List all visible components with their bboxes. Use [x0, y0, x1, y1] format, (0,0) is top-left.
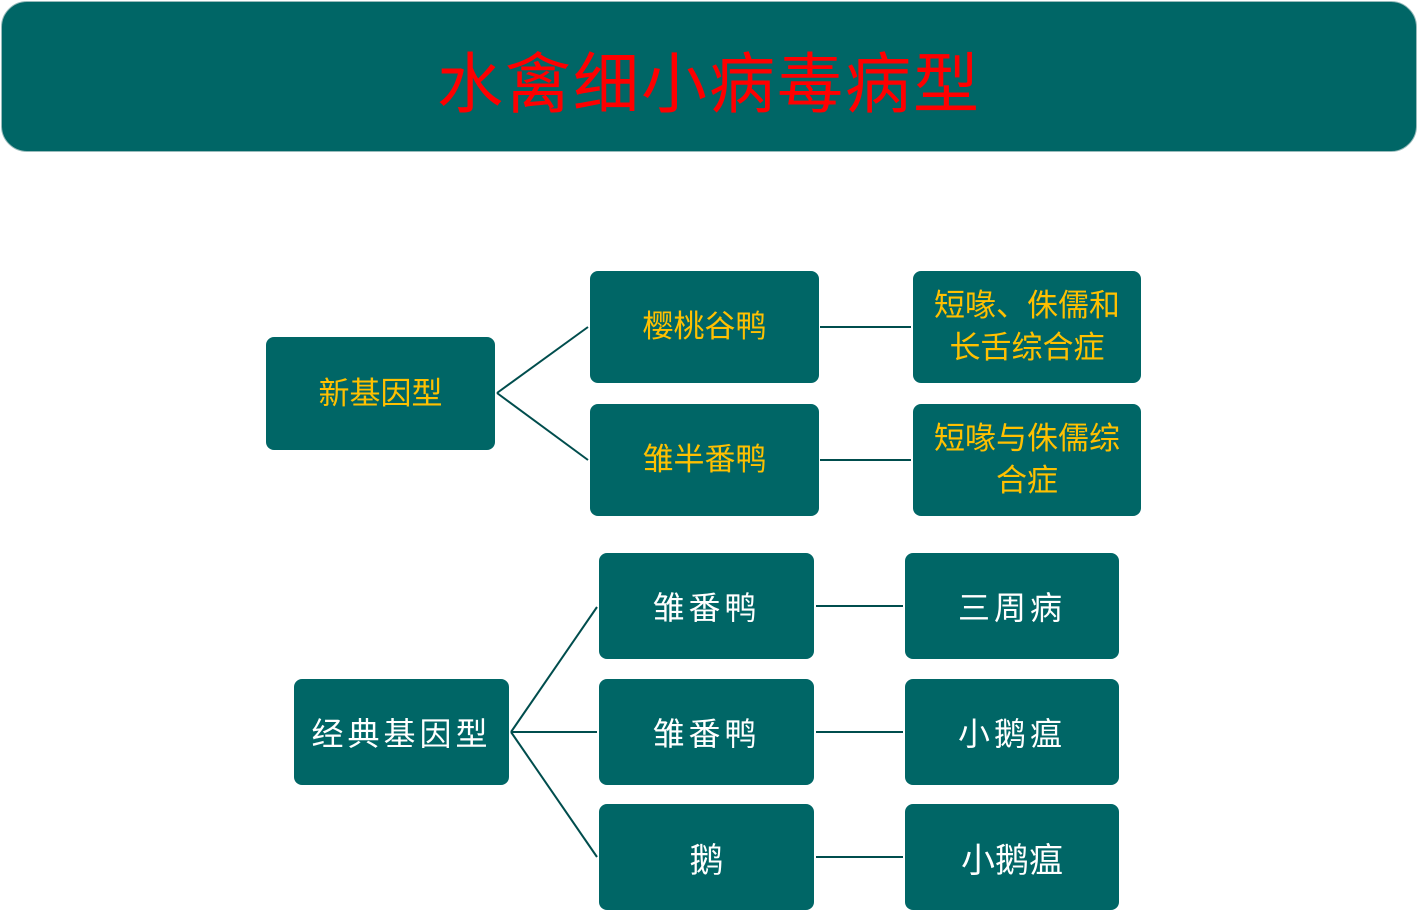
connector-line	[510, 606, 598, 733]
host-node-cherry-valley-duck: 樱桃谷鸭	[590, 271, 819, 383]
connector-line	[510, 731, 598, 858]
node-label: 三周病	[957, 589, 1066, 627]
disease-node: 短喙、侏儒和长舌综合症	[913, 271, 1141, 383]
host-node-muscovy-duck: 雏番鸭	[599, 553, 814, 659]
host-node-mule-duck: 雏半番鸭	[590, 404, 819, 516]
host-node-goose: 鹅	[599, 804, 814, 910]
node-label: 雏半番鸭	[642, 442, 767, 478]
node-label: 鹅	[689, 840, 724, 881]
new-genotype-node: 新基因型	[266, 337, 495, 450]
node-label: 短喙与侏儒综合症	[934, 421, 1120, 499]
node-label: 雏番鸭	[652, 589, 761, 627]
disease-node: 小鹅瘟	[905, 804, 1119, 910]
node-label: 短喙、侏儒和长舌综合症	[934, 288, 1120, 366]
node-label: 经典基因型	[311, 715, 492, 753]
classic-genotype-node: 经典基因型	[294, 679, 509, 785]
host-node-muscovy-duck: 雏番鸭	[599, 679, 814, 785]
disease-node: 小鹅瘟	[905, 679, 1119, 785]
node-label: 雏番鸭	[652, 715, 761, 753]
page-title: 水禽细小病毒病型	[437, 45, 981, 123]
node-label: 新基因型	[318, 375, 443, 412]
node-label: 小鹅瘟	[957, 715, 1066, 753]
connector-line	[496, 326, 589, 394]
title-banner: 水禽细小病毒病型	[1, 1, 1417, 152]
disease-node: 短喙与侏儒综合症	[913, 404, 1141, 516]
node-label: 樱桃谷鸭	[642, 309, 767, 345]
disease-node: 三周病	[905, 553, 1119, 659]
connector-line	[496, 392, 589, 461]
node-label: 小鹅瘟	[961, 840, 1063, 881]
